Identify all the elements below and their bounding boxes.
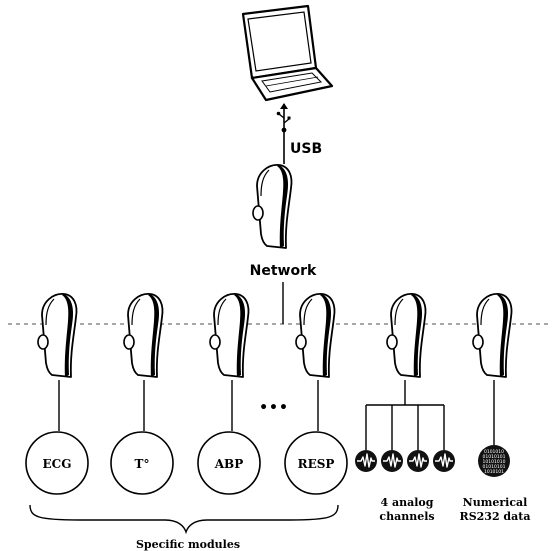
numerical-label-line2: RS232 data (460, 510, 531, 523)
network-label: Network (250, 263, 317, 279)
svg-text:T°: T° (135, 457, 150, 471)
acquisition-module-icon (38, 294, 77, 377)
svg-text:1010101: 1010101 (484, 469, 504, 475)
acquisition-module-icon (210, 294, 249, 377)
usb-icon (277, 103, 291, 137)
svg-text:ABP: ABP (214, 457, 243, 471)
laptop-icon (243, 6, 332, 100)
analog-label-line1: 4 analog (381, 496, 434, 509)
module-ecg: ECG (26, 432, 88, 494)
usb-label: USB (290, 141, 322, 157)
acquisition-module-icon (387, 294, 426, 377)
acquisition-module-icon (473, 294, 512, 377)
waveform-channel-icon (355, 450, 377, 472)
specific-modules-label: Specific modules (136, 538, 240, 551)
waveform-channel-icon (433, 450, 455, 472)
numerical-label-line1: Numerical (463, 496, 528, 509)
svg-text:RESP: RESP (298, 457, 335, 471)
ellipsis: ••• (259, 400, 289, 416)
binary-data-icon: 0101010 01010101 10101010 01010101 10101… (478, 445, 510, 477)
acquisition-module-icon (124, 294, 163, 377)
analog-channel-tree (366, 380, 444, 450)
specific-modules-brace (30, 505, 338, 532)
acquisition-module-icon (296, 294, 335, 377)
analog-label-line2: channels (379, 510, 434, 523)
module-abp: ABP (198, 432, 260, 494)
network-hub-device-icon (253, 165, 292, 248)
module-temperature: T° (111, 432, 173, 494)
module-resp: RESP (285, 432, 347, 494)
waveform-channel-icon (381, 450, 403, 472)
svg-text:ECG: ECG (43, 457, 72, 471)
waveform-channel-icon (407, 450, 429, 472)
